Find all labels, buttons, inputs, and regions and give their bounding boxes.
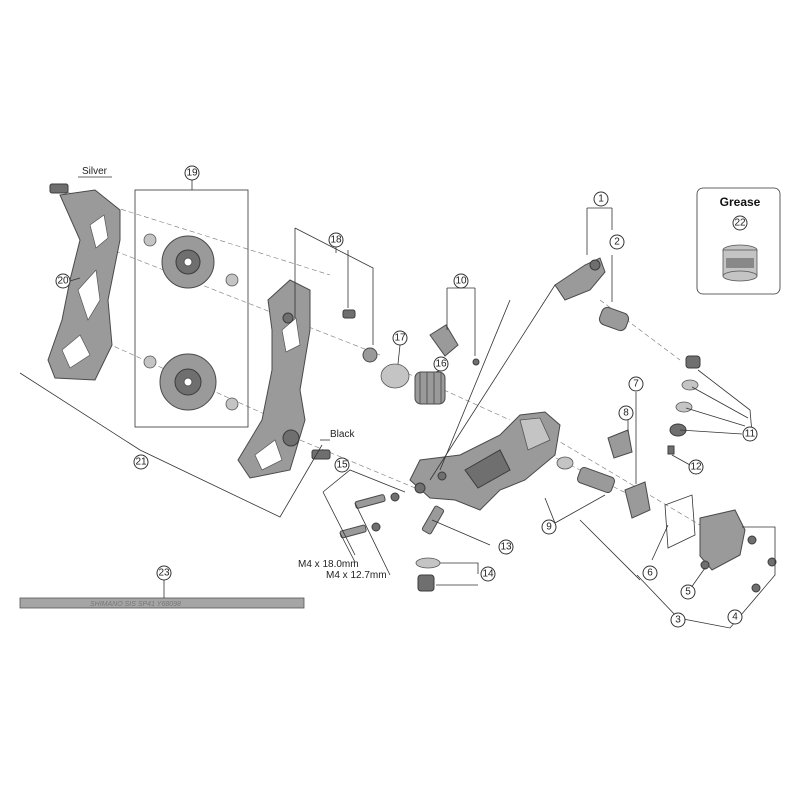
callout-4: 4 (727, 609, 743, 625)
tension-spring (414, 371, 446, 405)
cover-gasket (664, 494, 696, 549)
svg-text:4: 4 (732, 612, 738, 623)
grease-box (696, 187, 781, 295)
callout-13: 13 (498, 539, 514, 555)
callout-2: 2 (609, 234, 625, 250)
svg-text:7: 7 (633, 379, 639, 390)
svg-text:11: 11 (745, 429, 756, 440)
svg-text:23: 23 (158, 568, 170, 579)
callout-7: 7 (628, 376, 644, 392)
cable-print: SHIMANO SIS SP41 Y68098 (90, 601, 181, 608)
lower-pulley (143, 353, 239, 411)
callout-15: 15 (334, 457, 350, 473)
svg-text:6: 6 (647, 568, 653, 579)
cable-assembly: SHIMANO SIS SP41 Y68098 (19, 597, 305, 609)
svg-text:8: 8 (623, 408, 629, 419)
svg-text:19: 19 (186, 168, 198, 179)
clutch-switch (624, 481, 651, 519)
bracket-washer (415, 557, 441, 569)
upper-pulley (143, 233, 239, 289)
clutch-cover-unit (699, 509, 746, 571)
callout-8: 8 (618, 405, 634, 421)
svg-text:3: 3 (675, 615, 681, 626)
callout-14: 14 (480, 566, 496, 582)
callout-11: 11 (742, 426, 758, 442)
cage-stopper (342, 309, 356, 319)
cage-washer (362, 347, 378, 363)
svg-text:2: 2 (614, 237, 620, 248)
silver-label: Silver (82, 166, 108, 177)
pivot-pin (472, 358, 480, 366)
svg-text:5: 5 (685, 587, 691, 598)
svg-text:14: 14 (482, 569, 494, 580)
svg-text:16: 16 (435, 359, 447, 370)
spring-cover (380, 363, 410, 389)
adjust-cover (607, 429, 633, 459)
link-bushing (598, 306, 630, 332)
grease-tub (722, 244, 758, 282)
callout-12: 12 (688, 459, 704, 475)
svg-text:21: 21 (135, 457, 147, 468)
svg-text:22: 22 (734, 218, 746, 229)
callout-18: 18 (328, 232, 344, 248)
svg-text:9: 9 (546, 522, 552, 533)
cage-bolts (339, 492, 400, 539)
o-ring (556, 456, 574, 470)
pulley-bolt-black (311, 449, 331, 460)
grease-label: Grease (720, 195, 761, 209)
callout-3: 3 (670, 612, 686, 628)
adjust-bolt-stack (667, 355, 701, 455)
callout-10: 10 (453, 273, 469, 289)
callout-23: 23 (156, 565, 172, 581)
black-label: Black (330, 429, 355, 440)
bolt-long-label: M4 x 18.0mm (298, 559, 359, 570)
callout-9: 9 (541, 519, 557, 535)
bracket-bolt (417, 574, 435, 592)
callout-21: 21 (133, 454, 149, 470)
callout-17: 17 (392, 330, 408, 346)
svg-text:15: 15 (336, 460, 348, 471)
callout-16: 16 (433, 356, 449, 372)
svg-text:17: 17 (394, 333, 406, 344)
rear-derailleur-body (409, 411, 561, 511)
cage-pivot-part (429, 324, 459, 357)
cover-screws (747, 535, 777, 593)
svg-text:10: 10 (455, 276, 467, 287)
leader-lines (19, 176, 776, 629)
callout-5: 5 (680, 584, 696, 600)
outer-cage-plate (47, 183, 121, 381)
svg-text:13: 13 (500, 542, 512, 553)
link-cover (554, 257, 606, 301)
callout-20: 20 (55, 273, 71, 289)
svg-text:20: 20 (57, 276, 69, 287)
svg-text:18: 18 (330, 235, 342, 246)
pulley-set-frame (134, 189, 249, 428)
callout-1: 1 (593, 191, 609, 207)
callout-6: 6 (642, 565, 658, 581)
bolt-short-label: M4 x 12.7mm (326, 570, 387, 581)
inner-cage-plate (237, 279, 311, 479)
svg-text:12: 12 (690, 462, 702, 473)
callout-19: 19 (184, 165, 200, 181)
svg-text:1: 1 (598, 194, 604, 205)
axle-unit (576, 466, 616, 494)
callout-22: 22 (732, 215, 748, 231)
